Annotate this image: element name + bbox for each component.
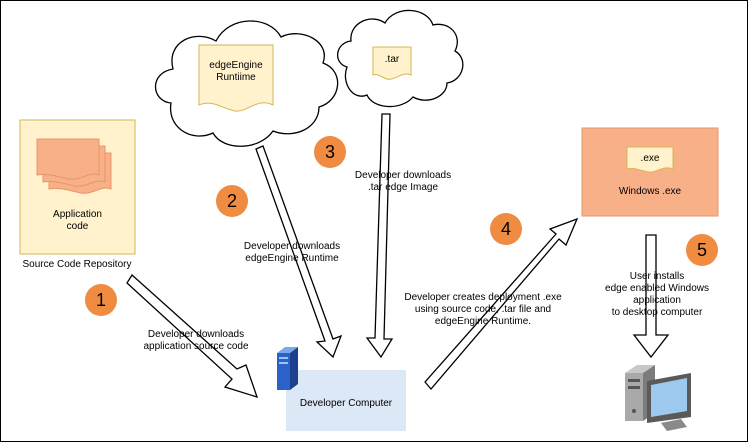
source-doc-front <box>36 138 100 180</box>
runtime-document <box>198 44 274 112</box>
runtime-document-label: edgeEngine Runtiime <box>209 60 263 83</box>
arrow-step-1 <box>126 274 259 399</box>
exe-document <box>626 146 674 173</box>
step-2-label: Developer downloads edgeEngine Runtime <box>243 241 341 264</box>
step-5-label: User installs edge enabled Windows appli… <box>605 271 709 318</box>
application-code-label: Application code <box>53 209 102 232</box>
step-4-badge: 4 <box>490 213 522 245</box>
arrow-step-2 <box>255 145 343 359</box>
step-1-badge: 1 <box>85 284 117 316</box>
exe-document-label: .exe <box>640 153 660 164</box>
step-3-label: Developer downloads .tar edge Image <box>354 170 452 193</box>
step-1-label: Developer downloads application source c… <box>143 329 249 352</box>
tar-document <box>372 46 412 80</box>
step-2-badge: 2 <box>216 185 248 217</box>
server-icon <box>277 347 298 390</box>
developer-computer-box <box>286 370 406 431</box>
windows-exe-label: Windows .exe <box>618 186 682 197</box>
source-code-repository-label: Source Code Repository <box>22 259 132 270</box>
arrow-step-5 <box>632 234 670 359</box>
tar-document-label: .tar <box>384 54 400 65</box>
developer-computer-label: Developer Computer <box>299 398 393 409</box>
desktop-computer-icon <box>625 365 691 431</box>
step-3-badge: 3 <box>314 136 346 168</box>
step-4-label: Developer creates deployment .exe using … <box>404 292 562 327</box>
arrow-step-4 <box>424 217 579 391</box>
step-5-badge: 5 <box>686 234 718 266</box>
arrow-step-3 <box>365 113 394 359</box>
